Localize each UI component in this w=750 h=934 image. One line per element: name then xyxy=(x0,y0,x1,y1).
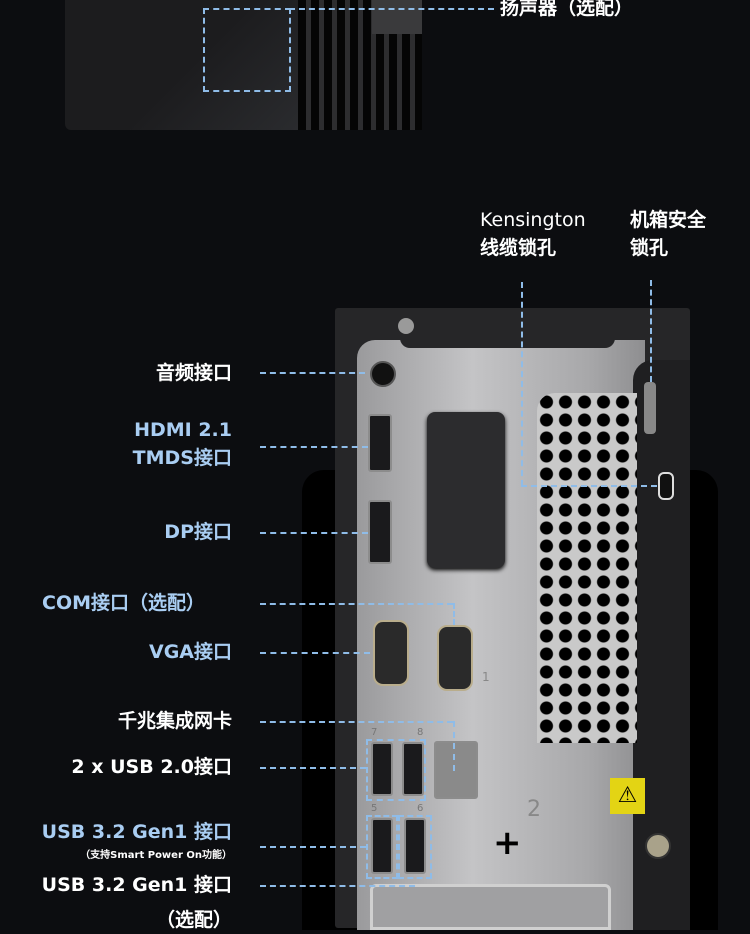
usb2-callout-line xyxy=(260,767,366,769)
speaker-callout-line xyxy=(289,8,494,10)
hdmi-port xyxy=(368,414,392,472)
vent-hex-grille xyxy=(537,393,637,743)
usb2-label: 2 x USB 2.0接口 xyxy=(71,756,232,778)
hdmi-label: HDMI 2.1 TMDS接口 xyxy=(133,416,232,472)
usb2-callout-box xyxy=(366,739,426,801)
usb-mark-8: 8 xyxy=(417,727,424,738)
kensington-label: Kensington 线缆锁孔 xyxy=(480,206,586,262)
lan-callout-line-v xyxy=(453,721,455,771)
usb2-port-8 xyxy=(402,742,424,796)
com-label: COM接口（选配） xyxy=(42,592,206,614)
audio-jack xyxy=(370,361,396,387)
kensington-slot xyxy=(658,472,674,500)
com-callout-line xyxy=(260,603,453,605)
kensington-label-line1: Kensington xyxy=(480,209,586,231)
hdmi-callout-line xyxy=(260,446,368,448)
usb3-port-5 xyxy=(371,818,393,874)
usb3-b-label: USB 3.2 Gen1 接口 xyxy=(41,874,232,896)
expansion-slot-bracket xyxy=(370,884,611,930)
thumb-screw xyxy=(645,833,671,859)
lan-callout-line xyxy=(260,721,453,723)
chassis-lock-loop xyxy=(644,382,656,434)
top-bracket xyxy=(400,308,615,348)
usb3-a-note: （支持Smart Power On功能） xyxy=(80,850,232,861)
chassis-lock-label: 机箱安全 锁孔 xyxy=(630,206,706,262)
usb3-port-6 xyxy=(404,818,426,874)
plus-icon: + xyxy=(493,823,522,863)
front-logo-block xyxy=(372,0,422,34)
audio-callout-line xyxy=(260,372,365,374)
usb2-port-7 xyxy=(371,742,393,796)
usb3-a-callout-line xyxy=(260,846,366,848)
usb-mark-7: 7 xyxy=(371,727,378,738)
vga-label: VGA接口 xyxy=(148,641,232,663)
rubber-plug xyxy=(427,412,505,568)
hdmi-label-line2: TMDS接口 xyxy=(132,447,232,469)
speaker-callout-box xyxy=(203,8,291,92)
ethernet-port xyxy=(434,741,478,799)
usb-mark-5: 5 xyxy=(371,803,378,814)
kensington-label-line2: 线缆锁孔 xyxy=(480,237,557,259)
com-port xyxy=(437,625,473,691)
kensington-callout-line-h xyxy=(521,485,657,487)
com-callout-line-v xyxy=(453,603,455,625)
bottom-cut-label: （选配） xyxy=(155,909,232,931)
dp-callout-line xyxy=(260,532,368,534)
usb3-a-label: USB 3.2 Gen1 接口 xyxy=(41,821,232,843)
audio-label: 音频接口 xyxy=(155,362,232,384)
screw-top xyxy=(398,318,414,334)
dp-label: DP接口 xyxy=(164,521,232,543)
usb3-a-callout-box xyxy=(366,815,398,879)
chassis-lock-callout-line xyxy=(650,280,652,382)
warning-icon: ⚠ xyxy=(610,778,645,814)
vga-callout-line xyxy=(260,652,370,654)
speaker-label: 扬声器（选配） xyxy=(500,0,634,19)
vga-port xyxy=(373,620,409,686)
usb-mark-6: 6 xyxy=(417,803,424,814)
slot-number-mark: 2 xyxy=(527,797,541,822)
serial-number-mark: 1 xyxy=(482,670,490,684)
hdmi-label-line1: HDMI 2.1 xyxy=(134,419,232,441)
kensington-callout-line xyxy=(521,282,523,486)
usb3-b-callout-line xyxy=(260,885,415,887)
usb3-b-callout-box xyxy=(398,815,432,879)
displayport-port xyxy=(368,500,392,564)
chassis-lock-label-line2: 锁孔 xyxy=(630,237,669,259)
lan-label: 千兆集成网卡 xyxy=(117,710,232,732)
chassis-lock-label-line1: 机箱安全 xyxy=(630,209,707,231)
